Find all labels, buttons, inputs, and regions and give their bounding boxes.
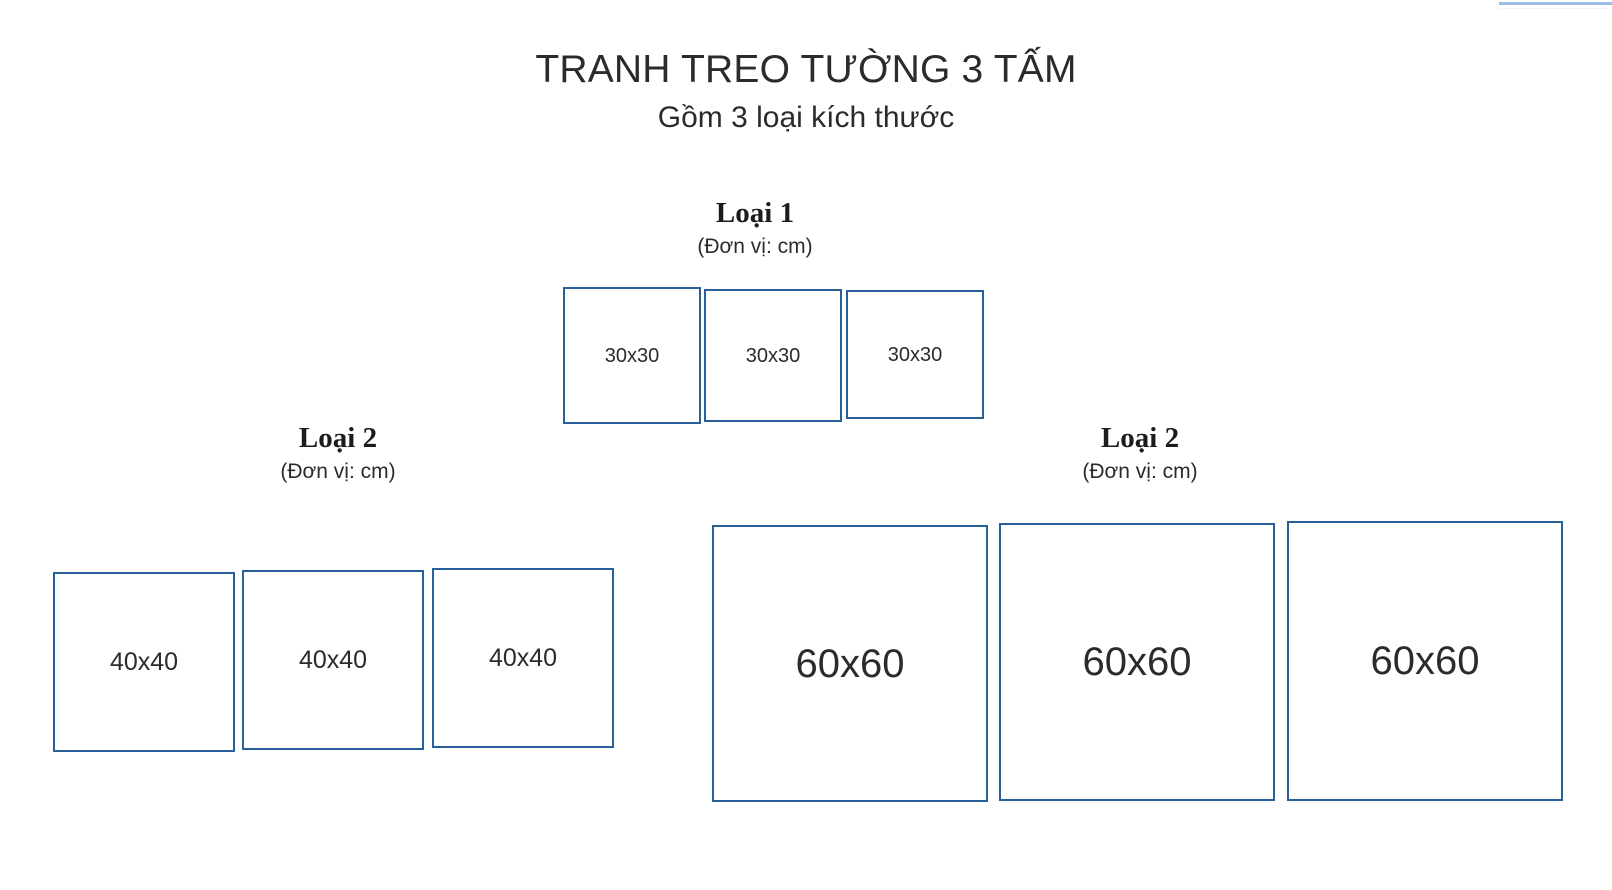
group-name: Loại 1 bbox=[715, 197, 795, 229]
group-name: Loại 2 bbox=[298, 422, 378, 454]
top-edge-rule bbox=[1499, 2, 1612, 5]
group-label-loai-2-left: Loại 2 (Đơn vị: cm) bbox=[158, 420, 518, 487]
group-name: Loại 2 bbox=[1100, 422, 1180, 454]
panel-size-label: 30x30 bbox=[745, 344, 801, 367]
panel-size-label: 60x60 bbox=[795, 641, 905, 686]
frame-panel[interactable]: 60x60 bbox=[1287, 521, 1563, 801]
frame-panel[interactable]: 30x30 bbox=[563, 287, 701, 424]
page-title: TRANH TREO TƯỜNG 3 TẤM bbox=[535, 48, 1077, 91]
panel-size-label: 60x60 bbox=[1370, 639, 1480, 683]
frame-panel[interactable]: 40x40 bbox=[242, 570, 424, 750]
panel-size-label: 60x60 bbox=[1082, 640, 1192, 684]
group-unit: (Đơn vị: cm) bbox=[697, 235, 813, 259]
top-edge-rule-secondary bbox=[1499, 8, 1612, 9]
frame-panel[interactable]: 60x60 bbox=[712, 525, 988, 802]
panel-size-label: 40x40 bbox=[109, 647, 179, 676]
frame-panel[interactable]: 40x40 bbox=[432, 568, 614, 748]
group-unit: (Đơn vị: cm) bbox=[1082, 460, 1198, 484]
group-unit: (Đơn vị: cm) bbox=[280, 460, 396, 484]
frame-panel[interactable]: 60x60 bbox=[999, 523, 1275, 801]
panel-size-label: 30x30 bbox=[887, 343, 943, 366]
group-label-loai-2-right: Loại 2 (Đơn vị: cm) bbox=[960, 420, 1320, 487]
panel-size-label: 30x30 bbox=[604, 344, 660, 367]
panel-size-label: 40x40 bbox=[488, 643, 558, 672]
panel-size-label: 40x40 bbox=[298, 645, 368, 674]
group-label-loai-1: Loại 1 (Đơn vị: cm) bbox=[575, 195, 935, 262]
page-subtitle: Gồm 3 loại kích thước bbox=[657, 101, 955, 134]
frame-panel[interactable]: 30x30 bbox=[704, 289, 842, 422]
frame-panel[interactable]: 40x40 bbox=[53, 572, 235, 752]
frame-panel[interactable]: 30x30 bbox=[846, 290, 984, 419]
